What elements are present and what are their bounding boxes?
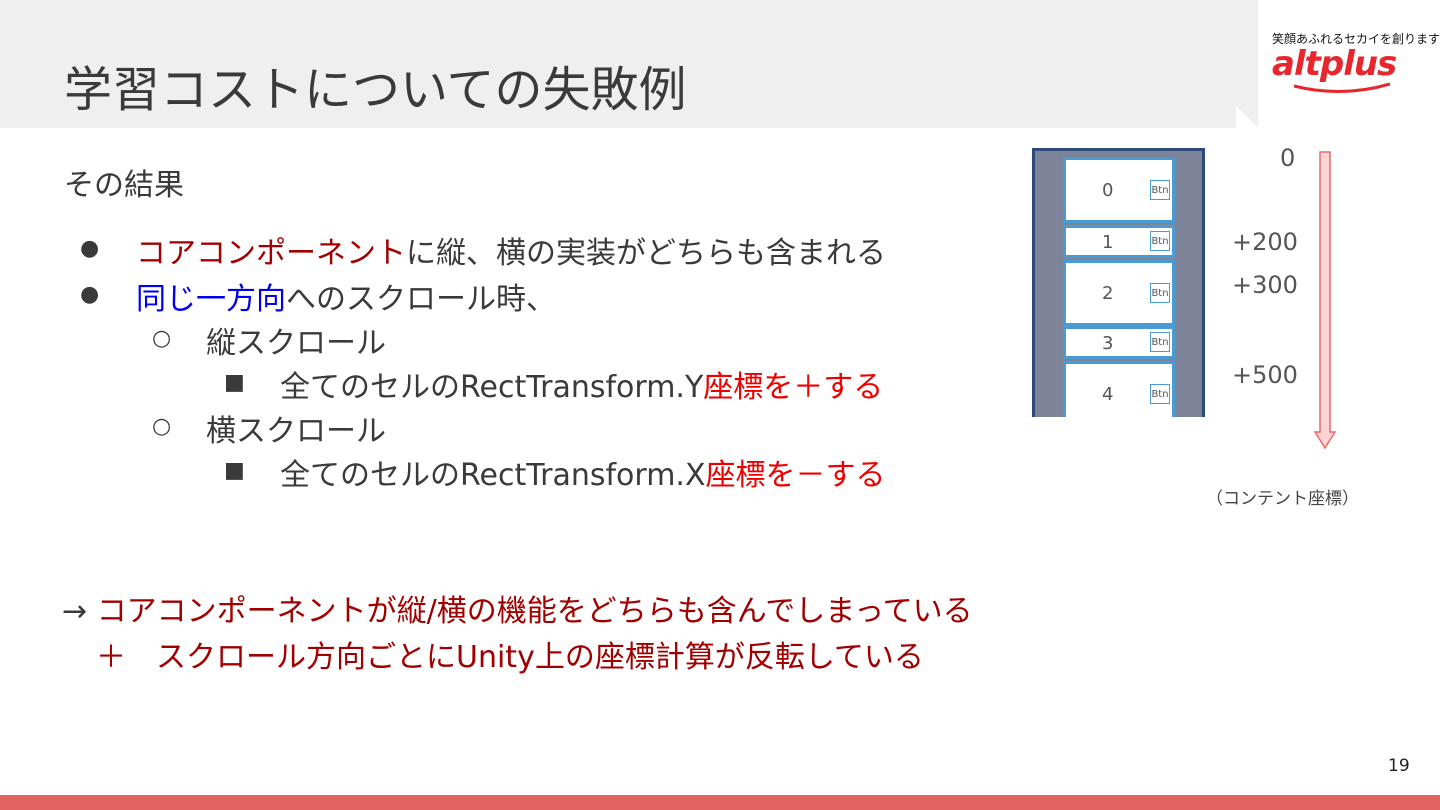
right-arrow-icon: → <box>62 594 88 629</box>
cell-index: 3 <box>1102 333 1114 354</box>
coordinate-label: +200 <box>1232 228 1298 256</box>
scroll-view-diagram: 0 Btn 1 Btn 2 Btn 3 Btn 4 Btn <box>1032 148 1205 417</box>
bullet-highlight: コアコンポーネント <box>136 236 406 271</box>
list-cell: 2 Btn <box>1063 260 1175 326</box>
header-corner-notch <box>1236 106 1258 128</box>
sub-sub-item-y: 全てのセルのRectTransform.Y座標を＋する <box>280 362 883 406</box>
logo-swoosh-icon <box>1293 82 1391 93</box>
sub-sub-bullet-marker: ■ <box>224 458 245 483</box>
page-number: 19 <box>1388 756 1410 776</box>
logo-tagline: 笑顔あふれるセカイを創ります <box>1272 32 1440 46</box>
sub-bullet-marker: ○ <box>152 414 172 439</box>
cell-index: 0 <box>1102 180 1114 201</box>
coordinate-label: +500 <box>1232 361 1298 389</box>
cell-button: Btn <box>1150 384 1170 404</box>
bullet-line-2: 同じ一方向へのスクロール時、 <box>136 274 556 318</box>
bullet-text: へのスクロール時、 <box>286 282 556 317</box>
sub-sub-emphasis: 座標を＋する <box>703 370 884 405</box>
sub-item-vertical-scroll: 縦スクロール <box>206 326 386 361</box>
bullet-highlight: 同じ一方向 <box>136 282 286 317</box>
bullet-text: に縦、横の実装がどちらも含まれる <box>406 236 886 271</box>
slide-title: 学習コストについての失敗例 <box>64 62 687 118</box>
cell-button: Btn <box>1150 332 1170 352</box>
footer-bar <box>0 795 1440 810</box>
header-band <box>0 0 1258 128</box>
conclusion-text-2: スクロール方向ごとにUnity上の座標計算が反転している <box>156 640 924 675</box>
conclusion-text-1: コアコンポーネントが縦/横の機能をどちらも含んでしまっている <box>96 594 973 629</box>
subtitle: その結果 <box>64 168 184 203</box>
bullet-line-1: コアコンポーネントに縦、横の実装がどちらも含まれる <box>136 228 886 272</box>
sub-bullet-marker: ○ <box>152 326 172 351</box>
list-cell: 4 Btn <box>1063 361 1175 417</box>
cell-button: Btn <box>1150 180 1170 200</box>
plus-sign: ＋ <box>96 640 126 675</box>
conclusion-line-2: ＋ スクロール方向ごとにUnity上の座標計算が反転している <box>96 632 924 676</box>
bullet-marker: ● <box>80 282 100 307</box>
sub-sub-bullet-marker: ■ <box>224 370 245 395</box>
altplus-logo: 笑顔あふれるセカイを創ります altplus <box>1262 30 1440 102</box>
logo-wordmark: altplus <box>1272 44 1397 84</box>
cell-index: 1 <box>1102 232 1114 253</box>
sub-item-horizontal-scroll: 横スクロール <box>206 414 386 449</box>
coordinate-label: 0 <box>1280 144 1296 172</box>
list-cell: 0 Btn <box>1063 157 1175 223</box>
cell-button: Btn <box>1150 231 1170 251</box>
sub-sub-text: 全てのセルのRectTransform.X <box>280 458 706 493</box>
down-arrow-icon <box>1313 151 1337 450</box>
list-cell: 3 Btn <box>1063 326 1175 359</box>
sub-sub-emphasis: 座標を－する <box>705 458 886 493</box>
cell-button: Btn <box>1150 283 1170 303</box>
list-cell: 1 Btn <box>1063 225 1175 258</box>
conclusion-line-1: → コアコンポーネントが縦/横の機能をどちらも含んでしまっている <box>62 586 973 630</box>
sub-sub-item-x: 全てのセルのRectTransform.X座標を－する <box>280 450 886 494</box>
bullet-marker: ● <box>80 236 100 261</box>
coordinate-label: +300 <box>1232 271 1298 299</box>
cell-index: 2 <box>1102 283 1114 304</box>
cell-index: 4 <box>1102 384 1114 405</box>
sub-sub-text: 全てのセルのRectTransform.Y <box>280 370 704 405</box>
diagram-caption: （コンテント座標） <box>1206 489 1359 509</box>
